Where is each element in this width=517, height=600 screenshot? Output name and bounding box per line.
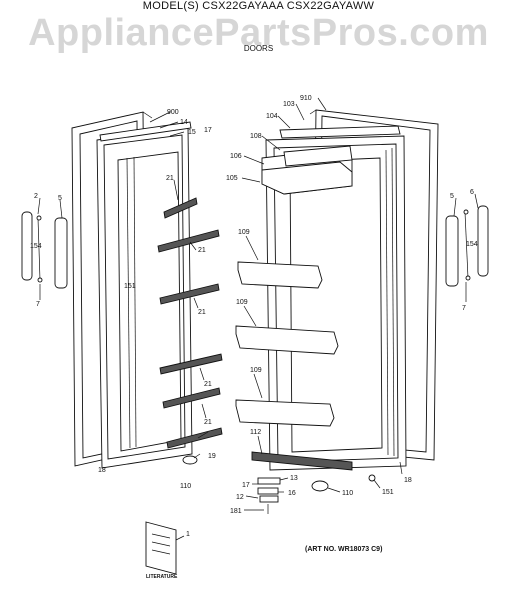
right-handle: [445, 205, 489, 287]
callout-21-b: 21: [198, 247, 206, 254]
freezer-door-shelves: [157, 197, 223, 449]
callout-21-e: 21: [204, 419, 212, 426]
watermark: AppliancePartsPros.com: [28, 12, 489, 54]
callout-2: 2: [34, 193, 38, 200]
callout-108: 108: [250, 133, 262, 140]
callout-1: 1: [186, 531, 190, 538]
callout-154-left: 154: [30, 243, 42, 250]
door-gasket-top: [99, 121, 192, 142]
callout-109-a: 109: [238, 229, 250, 236]
hinge-parts: [182, 455, 376, 514]
callout-106: 106: [230, 153, 242, 160]
left-handle: [21, 211, 68, 289]
callout-15: 15: [188, 129, 196, 136]
door-bins: [235, 261, 339, 427]
callout-13: 13: [290, 475, 298, 482]
literature-label: LITERATURE: [146, 574, 178, 580]
callout-151-right: 151: [382, 489, 394, 496]
callout-12: 12: [236, 494, 244, 501]
literature-booklet: [145, 521, 177, 575]
callout-21-d: 21: [204, 381, 212, 388]
callout-6: 6: [470, 189, 474, 196]
dairy-compartment: [261, 145, 353, 195]
callout-14: 14: [180, 119, 188, 126]
callout-7-left: 7: [36, 301, 40, 308]
callout-16: 16: [288, 490, 296, 497]
fresh-food-door-liner: [265, 135, 407, 471]
callout-104: 104: [266, 113, 278, 120]
callout-103: 103: [283, 101, 295, 108]
door-gasket-top-right: [279, 125, 401, 139]
callout-181: 181: [230, 508, 242, 515]
callout-154-right: 154: [466, 241, 478, 248]
callout-110-right: 110: [342, 490, 353, 497]
callout-5-right: 5: [450, 193, 454, 200]
callout-112: 112: [250, 429, 261, 436]
callout-21-c: 21: [198, 309, 206, 316]
callout-21-a: 21: [166, 175, 174, 182]
callout-900: 900: [167, 109, 179, 116]
model-title: MODEL(S) CSX22GAYAAA CSX22GAYAWW: [142, 0, 375, 12]
callout-910: 910: [300, 95, 312, 102]
callout-17-top: 17: [204, 127, 212, 134]
art-number: (ART NO. WR18073 C9): [305, 546, 383, 553]
callout-151-left: 151: [124, 283, 136, 290]
callout-105: 105: [226, 175, 238, 182]
callout-5-left: 5: [58, 195, 62, 202]
callout-18-left: 18: [98, 467, 106, 474]
callout-17-bottom: 17: [242, 482, 250, 489]
callout-109-c: 109: [250, 367, 262, 374]
callout-19: 19: [208, 453, 216, 460]
bottom-trim: [251, 451, 353, 471]
leader-lines: [37, 97, 479, 541]
callout-7-right: 7: [462, 305, 466, 312]
callout-109-b: 109: [236, 299, 248, 306]
callout-18-right: 18: [404, 477, 412, 484]
section-title: DOORS: [243, 44, 274, 53]
callout-110-left: 110: [180, 483, 191, 490]
